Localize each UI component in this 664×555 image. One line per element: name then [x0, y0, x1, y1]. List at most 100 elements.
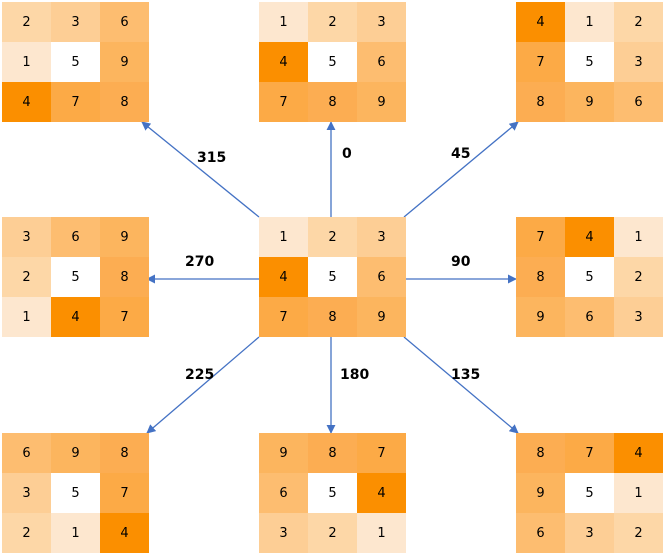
grid-cell: 3: [565, 513, 614, 553]
grid-cell: 1: [565, 2, 614, 42]
grid-cell: 8: [100, 257, 149, 297]
grid-cell: 7: [100, 297, 149, 337]
grid-cell: 3: [2, 217, 51, 257]
grid-cell: 3: [614, 42, 663, 82]
grid-cell: 5: [51, 473, 100, 513]
grid-cell: 1: [259, 2, 308, 42]
grid-cell: 4: [357, 473, 406, 513]
grid-cell: 1: [357, 513, 406, 553]
angle-label-45: 45: [451, 146, 471, 162]
angle-label-90: 90: [451, 254, 471, 270]
grid-cell: 8: [516, 257, 565, 297]
grid-cell: 2: [308, 2, 357, 42]
grid-cell: 5: [308, 473, 357, 513]
grid-cell: 2: [308, 513, 357, 553]
grid-cell: 6: [614, 82, 663, 122]
grid-cell: 2: [2, 257, 51, 297]
grid-cell: 3: [614, 297, 663, 337]
grid-cell: 9: [357, 82, 406, 122]
angle-label-270: 270: [185, 254, 215, 270]
grid-cell: 3: [2, 473, 51, 513]
angle-label-315: 315: [197, 150, 227, 166]
grid-cell: 1: [259, 217, 308, 257]
grid-cell: 9: [516, 297, 565, 337]
grid-cell: 9: [100, 42, 149, 82]
grid-cell: 5: [565, 257, 614, 297]
grid-cell: 6: [100, 2, 149, 42]
grid-cell: 6: [51, 217, 100, 257]
angle-label-180: 180: [340, 367, 370, 383]
grid-cell: 6: [357, 42, 406, 82]
grid-cell: 4: [259, 257, 308, 297]
grid-cell: 8: [516, 433, 565, 473]
grid-cell: 9: [357, 297, 406, 337]
angle-label-0: 0: [342, 146, 352, 162]
grid-cell: 1: [614, 217, 663, 257]
grid-cell: 6: [357, 257, 406, 297]
grid-cell: 5: [51, 257, 100, 297]
angle-label-135: 135: [451, 367, 481, 383]
grid-cell: 4: [100, 513, 149, 553]
angle-label-225: 225: [185, 367, 215, 383]
arrow-315: [141, 121, 260, 218]
grid-cell: 5: [565, 473, 614, 513]
grid-cell: 4: [614, 433, 663, 473]
grid-cell: 6: [2, 433, 51, 473]
grid-cell: 7: [51, 82, 100, 122]
grid-cell: 8: [308, 433, 357, 473]
grid-cell: 4: [51, 297, 100, 337]
grid-cell: 6: [565, 297, 614, 337]
grid-cell: 5: [308, 42, 357, 82]
grid-cell: 8: [308, 297, 357, 337]
grid-cell: 4: [565, 217, 614, 257]
grid-cell: 9: [51, 433, 100, 473]
grid-cell: 1: [614, 473, 663, 513]
grid-cell: 7: [100, 473, 149, 513]
grid-cell: 3: [51, 2, 100, 42]
grid-cell: 1: [2, 42, 51, 82]
grid-cell: 7: [565, 433, 614, 473]
grid-cell: 7: [516, 217, 565, 257]
grid-cell: 9: [259, 433, 308, 473]
grid-cell: 2: [614, 257, 663, 297]
grid-cell: 3: [357, 217, 406, 257]
grid-cell: 2: [308, 217, 357, 257]
grid-cell: 8: [100, 82, 149, 122]
grid-cell: 3: [259, 513, 308, 553]
grid-cell: 2: [614, 513, 663, 553]
grid-cell: 1: [51, 513, 100, 553]
grid-cell: 9: [516, 473, 565, 513]
grid-cell: 7: [357, 433, 406, 473]
grid-cell: 1: [2, 297, 51, 337]
arrow-135: [403, 336, 519, 434]
grid-cell: 2: [2, 2, 51, 42]
grid-cell: 9: [565, 82, 614, 122]
grid-cell: 7: [516, 42, 565, 82]
grid-cell: 5: [308, 257, 357, 297]
grid-cell: 5: [565, 42, 614, 82]
grid-cell: 8: [100, 433, 149, 473]
arrow-225: [146, 336, 260, 434]
grid-cell: 4: [259, 42, 308, 82]
arrow-45: [403, 121, 519, 218]
grid-cell: 5: [51, 42, 100, 82]
grid-cell: 6: [516, 513, 565, 553]
grid-cell: 2: [2, 513, 51, 553]
grid-cell: 3: [357, 2, 406, 42]
grid-cell: 7: [259, 82, 308, 122]
grid-cell: 6: [259, 473, 308, 513]
grid-cell: 8: [516, 82, 565, 122]
grid-cell: 2: [614, 2, 663, 42]
grid-cell: 9: [100, 217, 149, 257]
grid-cell: 8: [308, 82, 357, 122]
